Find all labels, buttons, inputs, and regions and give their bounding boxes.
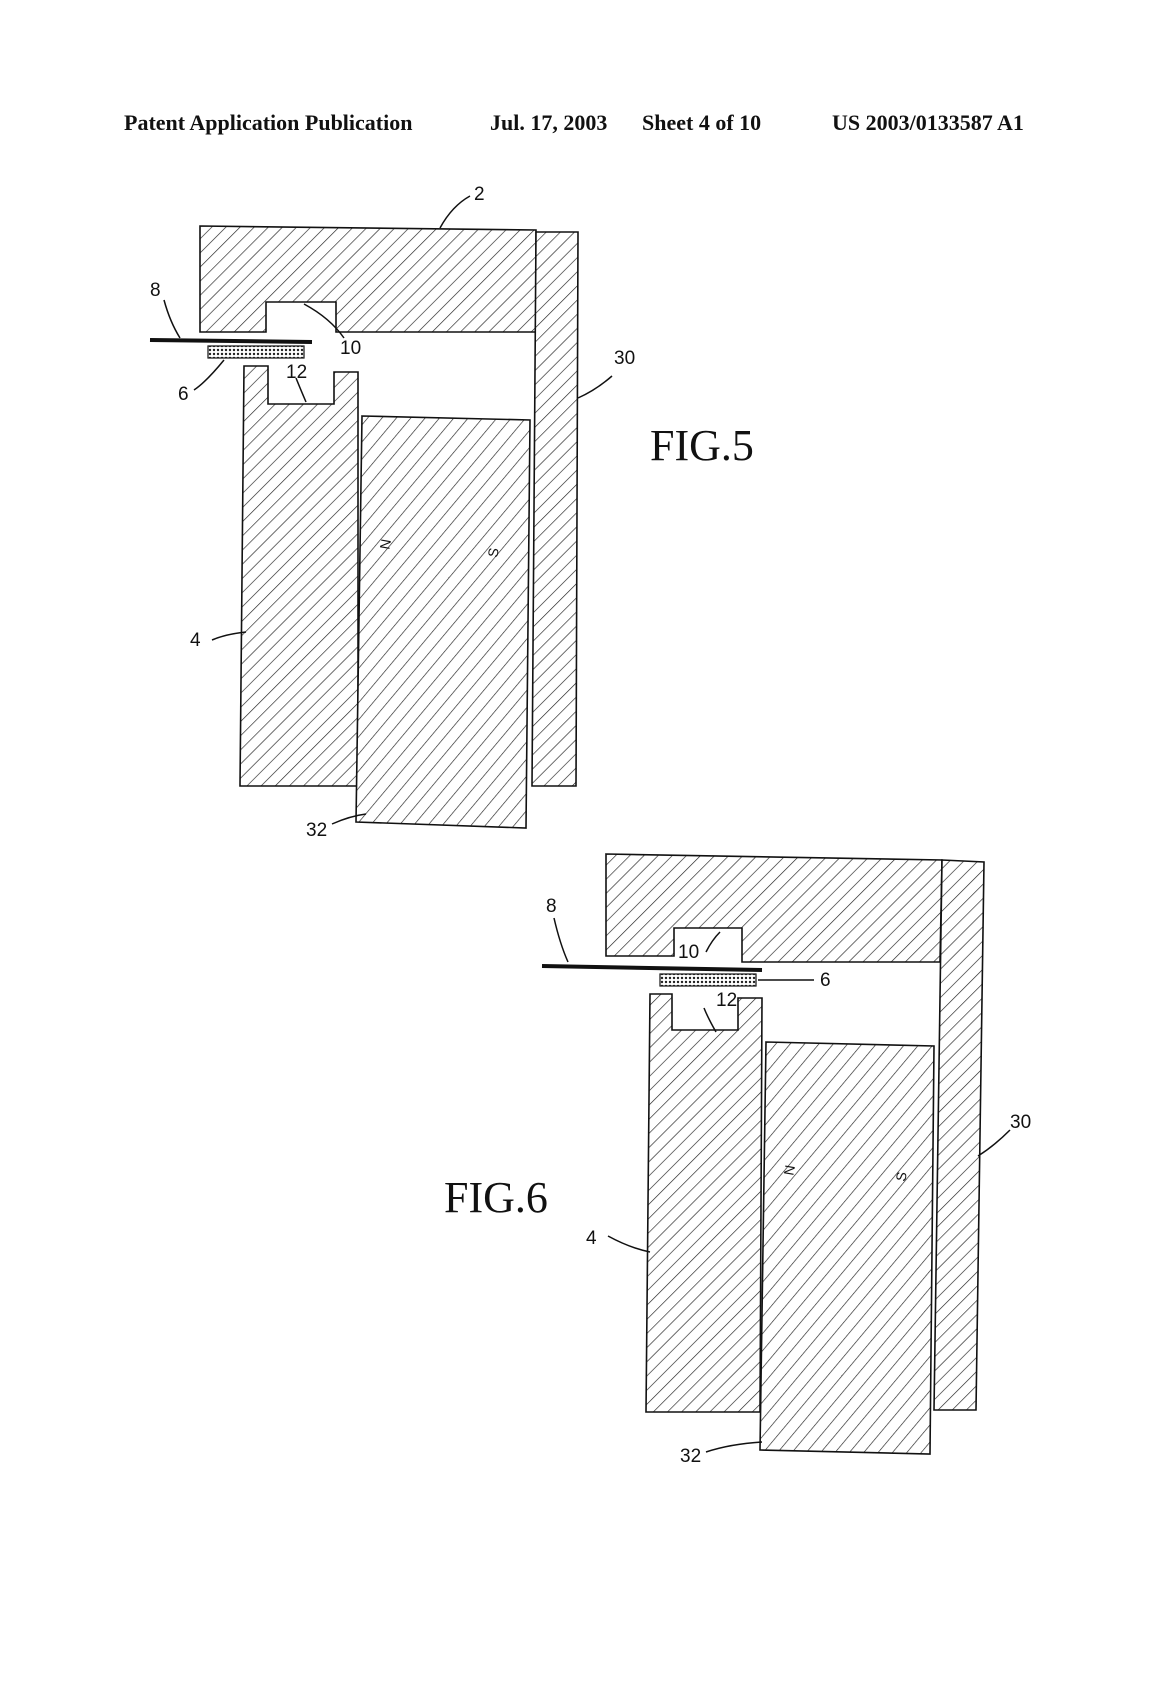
fig5-label-6: 6 (178, 384, 189, 405)
fig5-strip (149, 338, 313, 344)
fig6-label-30: 30 (1010, 1112, 1031, 1133)
fig5-pole-n: N (377, 538, 395, 551)
header-publication: Patent Application Publication (124, 110, 413, 135)
header-date: Jul. 17, 2003 (490, 110, 608, 135)
fig6-label-6: 6 (820, 970, 831, 991)
figure-6: 8 10 6 12 30 4 32 N S FIG.6 (444, 853, 1031, 1467)
fig5-label-12: 12 (286, 362, 307, 383)
fig6-pole-piece (645, 993, 763, 1413)
fig5-magnet (355, 415, 531, 829)
fig5-label-10: 10 (340, 338, 361, 359)
fig6-label-32: 32 (680, 1446, 701, 1467)
fig5-label-2: 2 (474, 184, 485, 205)
fig6-pole-s: S (893, 1170, 910, 1182)
fig6-pole-n: N (781, 1164, 799, 1177)
fig6-label-12: 12 (716, 990, 737, 1011)
fig6-label-10: 10 (678, 942, 699, 963)
fig6-element (659, 973, 757, 987)
fig5-title: FIG.5 (650, 421, 754, 470)
fig6-label-8: 8 (546, 896, 557, 917)
fig6-side-arm (933, 859, 985, 1411)
fig5-label-8: 8 (150, 280, 161, 301)
fig6-label-4: 4 (586, 1228, 597, 1249)
fig5-pole-s: S (485, 546, 502, 558)
fig5-label-4: 4 (190, 630, 201, 651)
header-sheet: Sheet 4 of 10 (642, 110, 762, 135)
fig5-top-yoke (199, 225, 537, 333)
fig5-side-arm (531, 231, 579, 787)
fig5-element (207, 345, 305, 359)
header-patent-number: US 2003/0133587 A1 (832, 110, 1024, 135)
fig5-label-32: 32 (306, 820, 327, 841)
fig5-pole-piece (239, 365, 359, 787)
fig6-top-yoke (605, 853, 943, 963)
figure-5: 2 8 10 30 12 6 4 32 N S FIG.5 (149, 184, 754, 841)
fig5-label-30: 30 (614, 348, 635, 369)
fig6-title: FIG.6 (444, 1173, 548, 1222)
fig6-magnet (759, 1041, 935, 1455)
fig6-strip (541, 964, 763, 972)
